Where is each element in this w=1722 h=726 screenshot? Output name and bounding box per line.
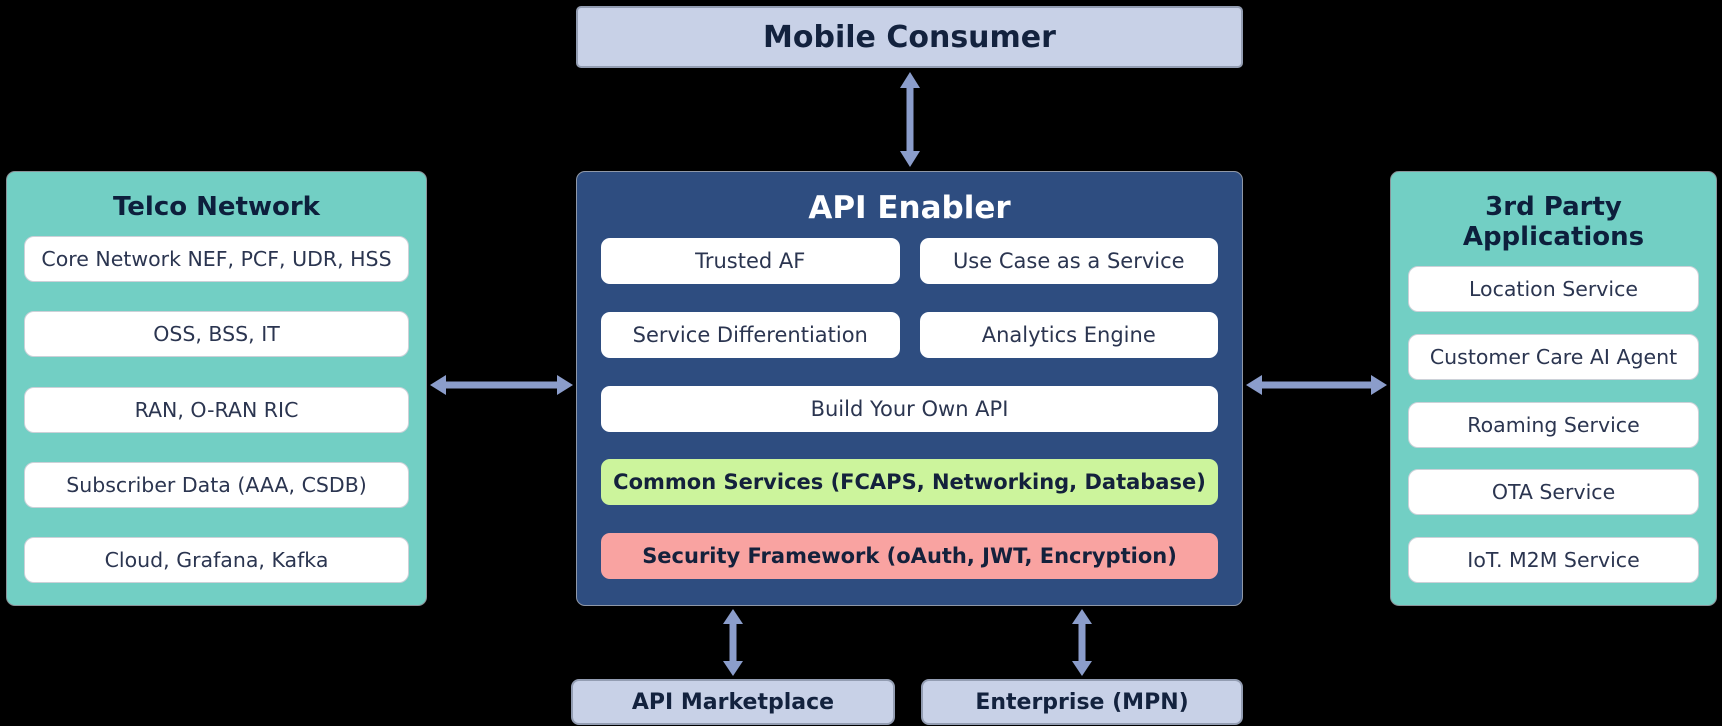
arrow-api-to-marketplace	[723, 609, 743, 676]
arrow-api-to-enterprise	[1072, 609, 1092, 676]
api-enabler-panel: API Enabler Trusted AF Use Case as a Ser…	[576, 171, 1243, 606]
third-party-title: 3rd Party Applications	[1462, 192, 1645, 252]
third-party-item: IoT. M2M Service	[1408, 537, 1699, 583]
api-module-analytics-engine: Analytics Engine	[919, 311, 1218, 358]
enterprise-label: Enterprise (MPN)	[975, 689, 1189, 715]
enterprise-box: Enterprise (MPN)	[921, 679, 1243, 725]
third-party-item: Location Service	[1408, 266, 1699, 312]
telco-item: Core Network NEF, PCF, UDR, HSS	[24, 236, 409, 282]
security-framework-band: Security Framework (oAuth, JWT, Encrypti…	[601, 533, 1218, 579]
telco-item: RAN, O-RAN RIC	[24, 386, 409, 433]
api-enabler-title: API Enabler	[808, 190, 1011, 226]
telco-item: Cloud, Grafana, Kafka	[24, 537, 409, 583]
api-enabler-row-1: Trusted AF Use Case as a Service	[601, 238, 1218, 284]
telco-network-list: Core Network NEF, PCF, UDR, HSS OSS, BSS…	[24, 236, 409, 583]
arrow-telco-to-api	[430, 375, 573, 395]
api-module-service-differentiation: Service Differentiation	[601, 311, 900, 358]
api-enabler-row-3: Build Your Own API	[601, 385, 1218, 432]
api-marketplace-box: API Marketplace	[571, 679, 895, 725]
arrow-mobile-to-api	[900, 72, 920, 167]
telco-item: OSS, BSS, IT	[24, 311, 409, 358]
api-marketplace-label: API Marketplace	[631, 689, 835, 715]
third-party-item: OTA Service	[1408, 469, 1699, 516]
third-party-item: Customer Care AI Agent	[1408, 333, 1699, 380]
third-party-list: Location Service Customer Care AI Agent …	[1408, 266, 1699, 583]
arrow-api-to-thirdparty	[1246, 375, 1387, 395]
api-enabler-row-2: Service Differentiation Analytics Engine	[601, 311, 1218, 358]
api-module-use-case-service: Use Case as a Service	[919, 238, 1218, 284]
api-module-build-your-own-api: Build Your Own API	[601, 385, 1218, 432]
mobile-consumer-label: Mobile Consumer	[763, 19, 1056, 55]
common-services-band: Common Services (FCAPS, Networking, Data…	[601, 459, 1218, 506]
telco-network-panel: Telco Network Core Network NEF, PCF, UDR…	[6, 171, 427, 606]
third-party-applications-panel: 3rd Party Applications Location Service …	[1390, 171, 1717, 606]
third-party-item: Roaming Service	[1408, 401, 1699, 448]
mobile-consumer-box: Mobile Consumer	[576, 6, 1243, 68]
api-module-trusted-af: Trusted AF	[601, 238, 900, 284]
api-enabler-modules: Trusted AF Use Case as a Service Service…	[601, 238, 1218, 579]
telco-network-title: Telco Network	[113, 192, 320, 222]
telco-item: Subscriber Data (AAA, CSDB)	[24, 461, 409, 508]
